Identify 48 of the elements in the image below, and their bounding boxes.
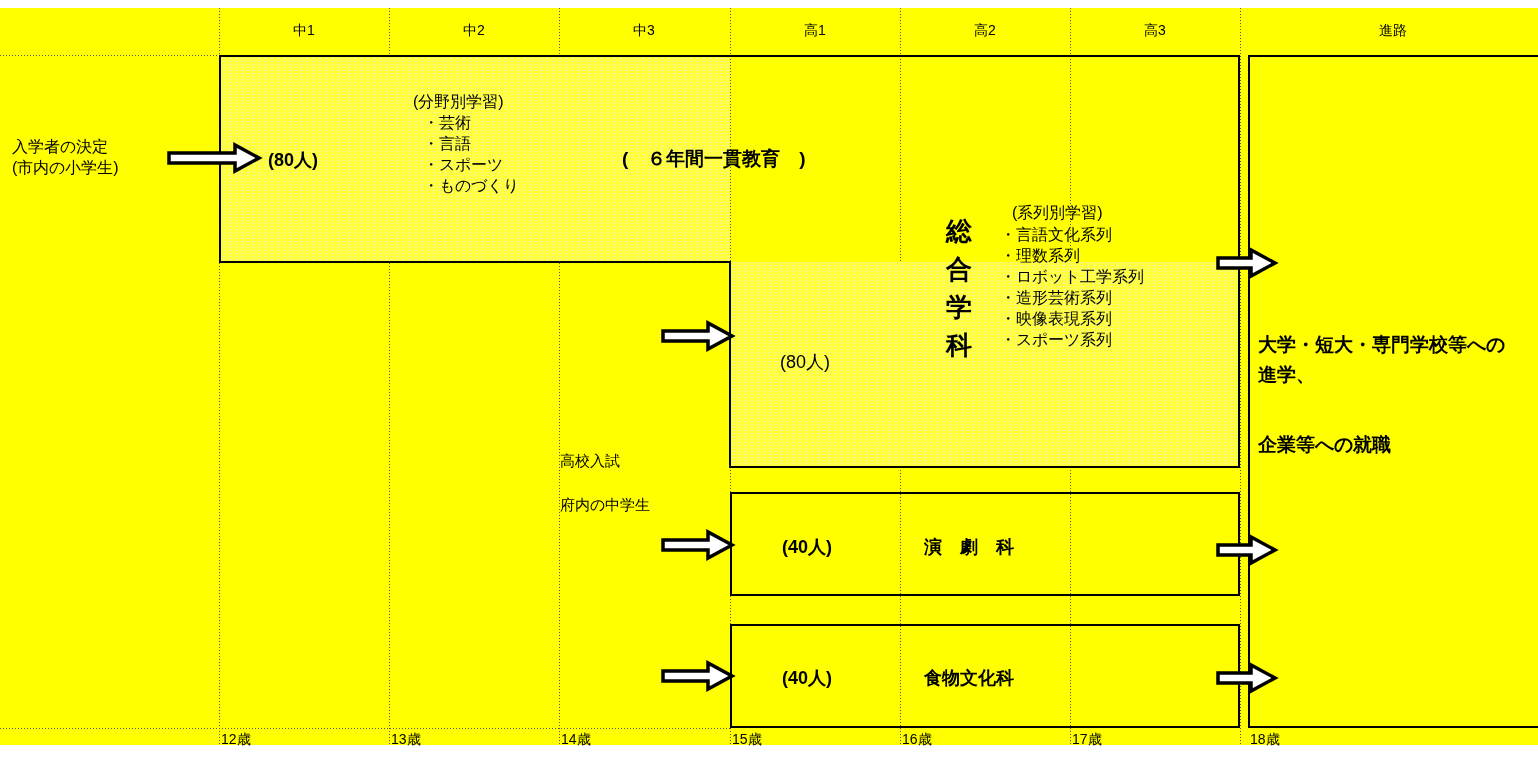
headcount-text: (40人) bbox=[782, 536, 832, 559]
course-title: 食物文化科 bbox=[924, 667, 1014, 690]
block-arrow bbox=[1216, 534, 1279, 566]
series-item: ・映像表現系列 bbox=[1000, 309, 1112, 329]
column-header: 中3 bbox=[633, 22, 655, 40]
column-header: 高2 bbox=[974, 22, 996, 40]
column-header: 高1 bbox=[804, 22, 826, 40]
career-text: 大学・短大・専門学校等への進学、 bbox=[1258, 333, 1506, 387]
headcount-text: (40人) bbox=[782, 667, 832, 690]
headcount-text: (80人) bbox=[268, 149, 318, 172]
block-arrow bbox=[1216, 247, 1279, 279]
course-box bbox=[730, 492, 1240, 596]
age-label: 12歳 bbox=[221, 731, 251, 749]
age-label: 18歳 bbox=[1250, 731, 1280, 749]
age-label: 16歳 bbox=[902, 731, 932, 749]
column-header: 高3 bbox=[1144, 22, 1166, 40]
block-arrow bbox=[661, 529, 736, 561]
block-arrow bbox=[1216, 662, 1279, 694]
column-header: 進路 bbox=[1379, 22, 1407, 40]
block-arrow bbox=[661, 660, 736, 692]
subject-heading: (分野別学習) bbox=[413, 92, 504, 112]
series-item: ・ロボット工学系列 bbox=[1000, 267, 1144, 287]
age-label: 15歳 bbox=[732, 731, 762, 749]
course-box bbox=[730, 624, 1240, 728]
series-heading: (系列別学習) bbox=[1012, 203, 1103, 223]
headcount-text: (80人) bbox=[780, 351, 830, 374]
program-title: ( ６年間一貫教育 ) bbox=[622, 147, 806, 171]
column-header: 中2 bbox=[463, 22, 485, 40]
subject-item: ・芸術 bbox=[423, 113, 471, 133]
subject-item: ・スポーツ bbox=[423, 155, 503, 175]
age-label: 14歳 bbox=[561, 731, 591, 749]
block-arrow bbox=[167, 142, 263, 174]
course-title: 総合学科 bbox=[946, 215, 973, 362]
applicant-label: 府内の中学生 bbox=[560, 496, 650, 515]
subject-item: ・言語 bbox=[423, 134, 471, 154]
series-item: ・スポーツ系列 bbox=[1000, 330, 1112, 350]
course-title: 演 劇 科 bbox=[924, 536, 1014, 559]
age-label: 13歳 bbox=[391, 731, 421, 749]
entry-label: 入学者の決定 (市内の小学生) bbox=[12, 136, 162, 186]
subject-item: ・ものづくり bbox=[423, 176, 519, 196]
exam-label: 高校入試 bbox=[560, 452, 620, 471]
career-text: 企業等への就職 bbox=[1258, 433, 1391, 457]
series-item: ・言語文化系列 bbox=[1000, 225, 1112, 245]
series-item: ・造形芸術系列 bbox=[1000, 288, 1112, 308]
column-header: 中1 bbox=[293, 22, 315, 40]
age-label: 17歳 bbox=[1072, 731, 1102, 749]
series-item: ・理数系列 bbox=[1000, 246, 1080, 266]
block-arrow bbox=[661, 320, 736, 352]
